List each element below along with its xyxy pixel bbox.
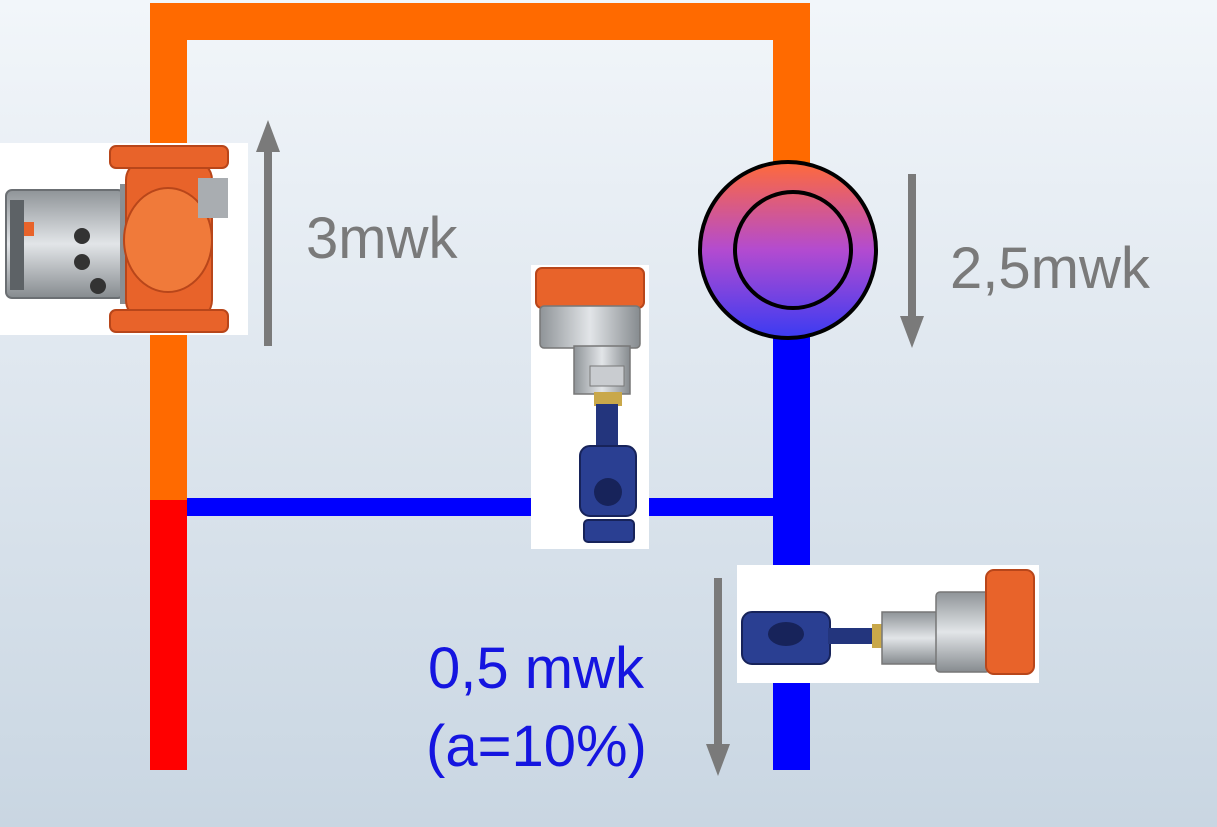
load-drop-label: 2,5mwk bbox=[950, 236, 1150, 301]
circulation-pump-icon bbox=[0, 143, 248, 335]
two-way-control-valve-icon bbox=[737, 565, 1039, 683]
pump-head-label: 3mwk bbox=[306, 206, 458, 271]
valve-drop-arrow-icon bbox=[706, 578, 730, 776]
pump-head-arrow-icon bbox=[256, 120, 280, 346]
source-pipe bbox=[150, 500, 187, 770]
load-drop-arrow-icon bbox=[900, 174, 924, 348]
heat-exchanger-icon bbox=[698, 160, 878, 340]
valve-drop-label: 0,5 mwk bbox=[428, 636, 644, 701]
valve-authority-label: (a=10%) bbox=[426, 714, 647, 779]
three-way-control-valve-icon bbox=[531, 265, 649, 549]
